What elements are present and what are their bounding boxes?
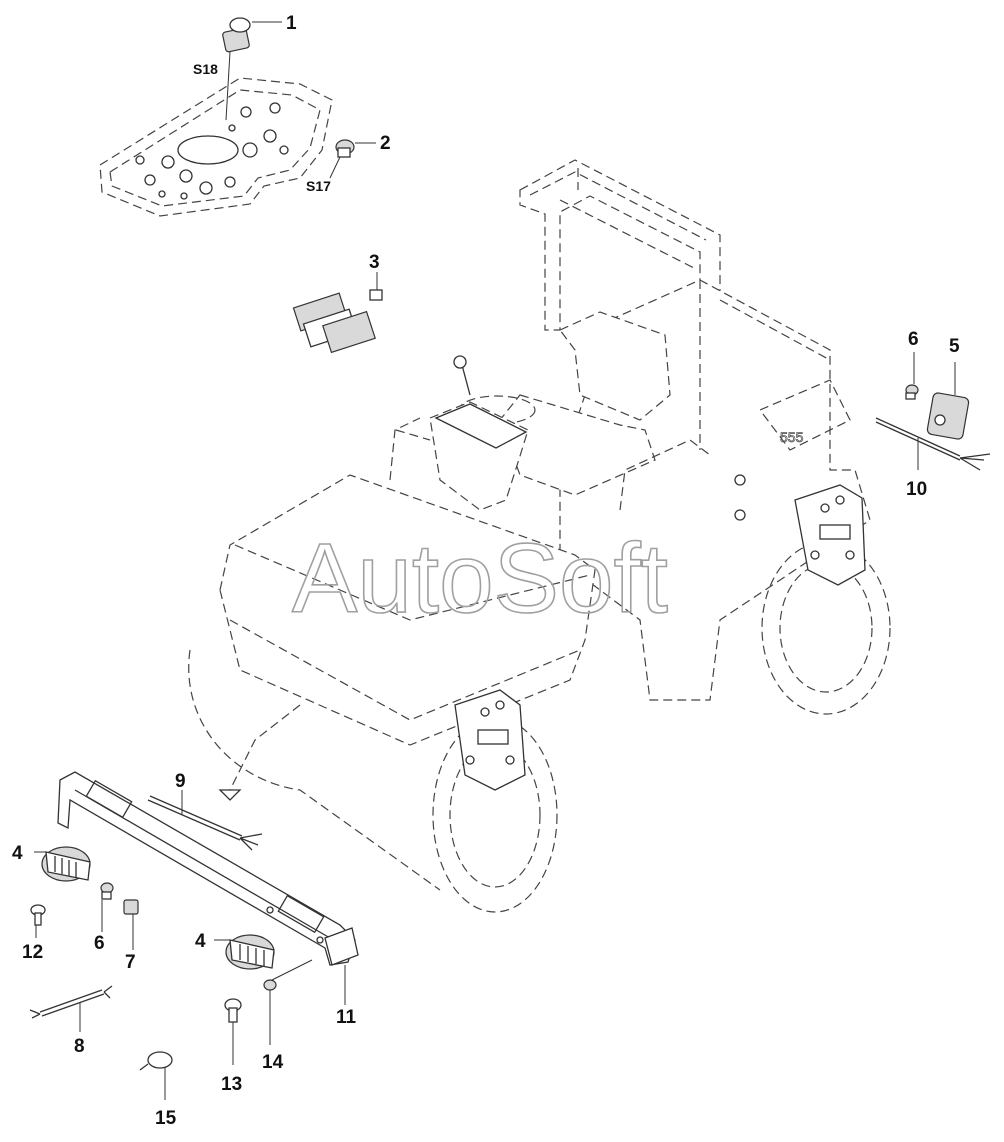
callout-9: 9	[175, 771, 186, 792]
cable-10	[875, 417, 991, 471]
switch-s18	[222, 17, 282, 121]
relay-block	[292, 272, 383, 354]
label-s17: S17	[306, 178, 331, 194]
svg-text:555: 555	[780, 429, 804, 445]
lamp-5	[926, 362, 970, 440]
watermark: AutoSoft	[292, 523, 668, 633]
callout-15: 15	[155, 1108, 177, 1129]
bulb-6-left	[100, 882, 114, 932]
callout-5: 5	[949, 336, 960, 357]
switch-s17	[329, 139, 376, 179]
nut-14	[263, 979, 277, 1045]
callout-4-right: 4	[195, 931, 206, 952]
cable-8	[29, 985, 113, 1032]
screw-12	[30, 904, 46, 938]
callout-6-left: 6	[94, 933, 105, 954]
callout-8: 8	[74, 1036, 85, 1057]
callout-11: 11	[336, 1007, 357, 1028]
callout-14: 14	[262, 1052, 284, 1073]
label-s18: S18	[193, 61, 218, 77]
lamp-bracket	[57, 771, 359, 1005]
roller-machine: 555	[188, 159, 891, 913]
callout-3: 3	[369, 252, 380, 273]
control-panel-plate	[99, 77, 333, 217]
lamp-holder-7	[123, 899, 139, 950]
bulb-6-right	[905, 352, 919, 400]
callout-10: 10	[906, 479, 927, 500]
lamp-4-left	[34, 846, 91, 882]
callout-2: 2	[380, 133, 391, 154]
lamp-4-right	[214, 934, 313, 981]
cable-9	[147, 790, 263, 851]
callout-4-left: 4	[12, 843, 23, 864]
callout-13: 13	[221, 1074, 242, 1095]
cable-tie-15	[139, 1051, 173, 1100]
callout-6-right: 6	[908, 329, 919, 350]
callout-7: 7	[125, 952, 136, 973]
screw-13	[224, 998, 242, 1065]
callout-12: 12	[22, 942, 43, 963]
callout-1: 1	[286, 13, 297, 34]
